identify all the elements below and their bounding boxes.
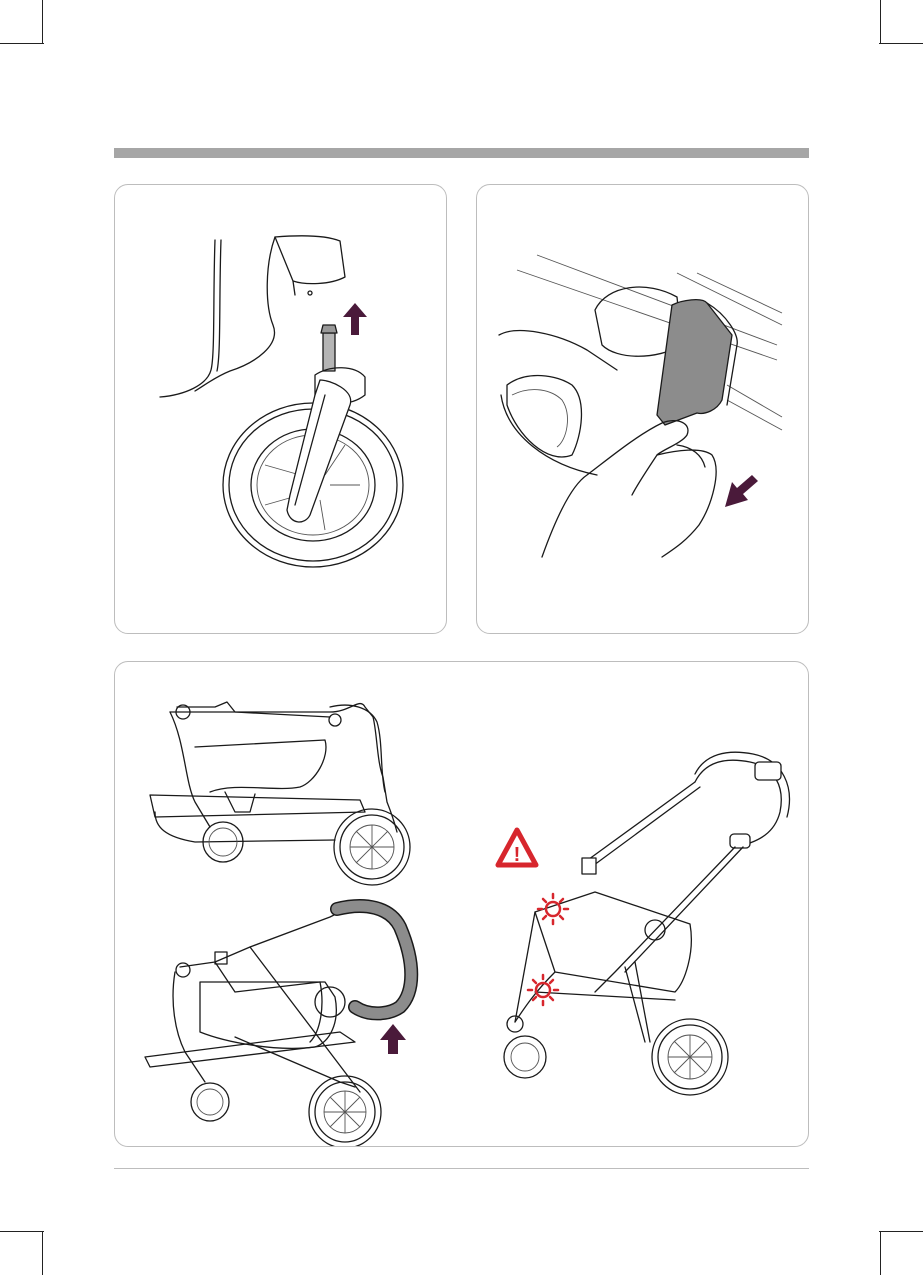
panel-hand-pulling-strap bbox=[476, 184, 809, 634]
crop-mark bbox=[0, 1231, 44, 1232]
crop-mark bbox=[880, 1231, 881, 1275]
crop-mark bbox=[42, 0, 43, 44]
crop-mark bbox=[879, 1231, 923, 1232]
panel-wheel-removal bbox=[114, 184, 447, 634]
panel-stroller-unfold: ! bbox=[114, 661, 809, 1147]
crop-mark bbox=[42, 1231, 43, 1275]
down-left-arrow-icon bbox=[477, 185, 809, 634]
crop-mark bbox=[880, 0, 881, 44]
up-arrow-icon bbox=[115, 185, 447, 634]
section-header-bar bbox=[114, 148, 809, 158]
click-lock-icon bbox=[115, 662, 809, 1147]
crop-mark bbox=[0, 43, 44, 44]
crop-mark bbox=[879, 43, 923, 44]
footer-rule bbox=[114, 1168, 809, 1169]
